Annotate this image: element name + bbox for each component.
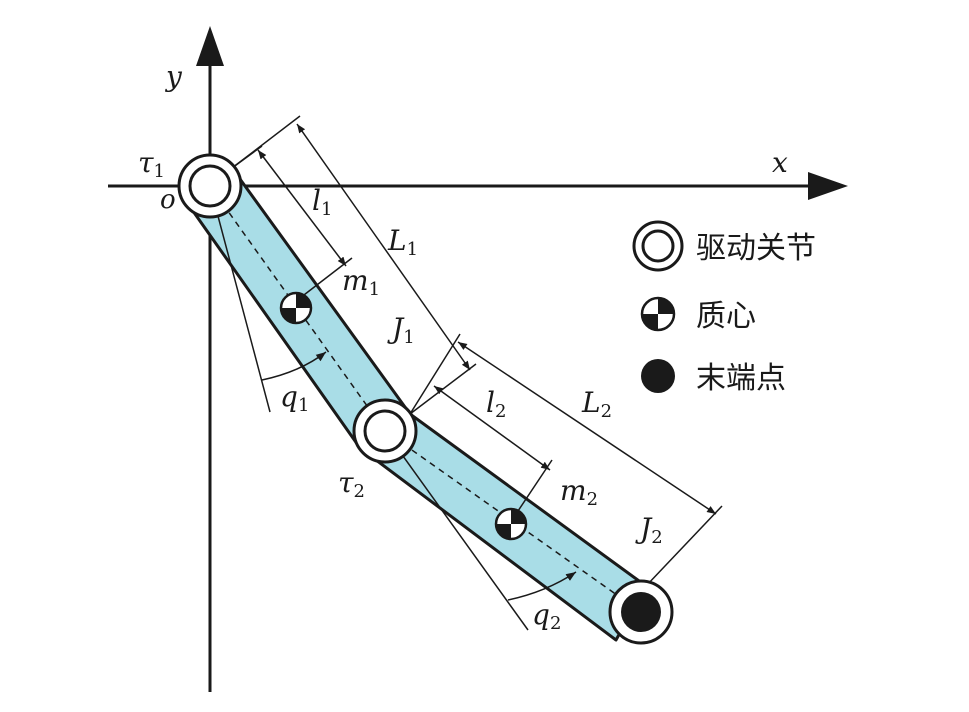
l1-ext-start	[231, 145, 263, 169]
center-of-mass-icon	[279, 291, 313, 325]
q1-label: q1	[280, 380, 309, 416]
q1-reference-line	[209, 185, 271, 413]
y-axis-arrowhead	[196, 26, 224, 66]
legend: 驱动关节 质心 末端点	[632, 220, 816, 396]
center-of-mass-icon	[640, 296, 676, 332]
dimensions	[231, 115, 723, 587]
y-axis-label: y	[164, 60, 183, 93]
drive-joint-icon	[177, 153, 243, 219]
L1-label: L1	[387, 224, 418, 260]
end-point-icon	[641, 359, 675, 393]
legend-item-center-of-mass: 质心	[640, 296, 756, 334]
L1-ext-end	[409, 363, 477, 415]
q2-reference-line	[384, 430, 529, 631]
legend-label: 末端点	[696, 361, 786, 396]
L2-ext-start	[409, 333, 461, 415]
angle-reference-lines	[209, 185, 577, 631]
m2-label: m2	[560, 474, 598, 510]
axes	[108, 26, 848, 692]
L2-ext-end	[645, 505, 723, 587]
q2-label: q2	[532, 598, 561, 634]
m1-label: m1	[342, 264, 380, 300]
l2-dimension	[433, 385, 551, 471]
center-of-mass-icon	[494, 507, 528, 541]
legend-label: 驱动关节	[696, 231, 816, 266]
drive-joint-icon	[352, 398, 418, 464]
x-axis-label: x	[772, 146, 788, 179]
J2-label: J2	[635, 512, 663, 548]
J1-label: J1	[387, 312, 415, 348]
q2-angle-arc	[507, 571, 577, 601]
l2-label: l2	[486, 386, 506, 422]
labels: x y o τ1 τ2 l1 L1 m1 J1 q1 l2 L2 m	[138, 60, 788, 634]
drive-joint-icon	[632, 220, 684, 272]
L2-dimension	[457, 341, 717, 515]
l1-dimension	[257, 149, 347, 267]
tau1-label: τ1	[138, 146, 165, 182]
x-axis-arrowhead	[808, 172, 848, 200]
L2-label: L2	[581, 386, 612, 422]
legend-item-end-point: 末端点	[641, 359, 786, 396]
end-point-icon	[608, 579, 674, 645]
origin-label: o	[160, 185, 176, 215]
l1-label: l1	[312, 184, 332, 220]
legend-item-drive-joint: 驱动关节	[632, 220, 816, 272]
tau2-label: τ2	[338, 466, 365, 502]
joints	[177, 153, 674, 645]
legend-label: 质心	[696, 299, 756, 334]
